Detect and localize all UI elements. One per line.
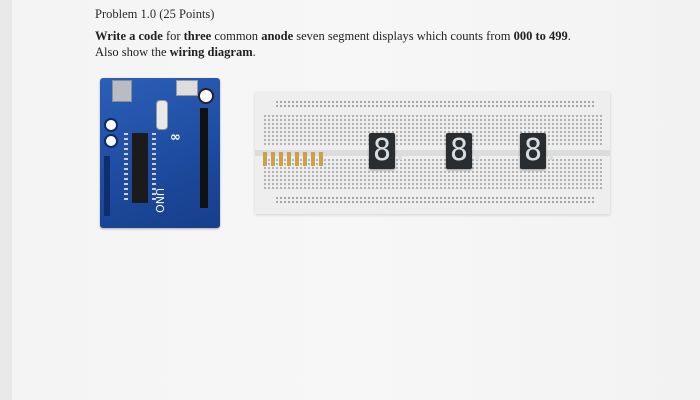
seven-segment-display-1: 8. — [369, 133, 409, 169]
seven-segment-display-3: 8. — [520, 133, 560, 169]
power-jack — [176, 80, 198, 96]
power-rail — [275, 100, 595, 108]
problem-title: Problem 1.0 (25 Points) — [95, 7, 215, 21]
problem-statement-line-1: Write a code for three common anode seve… — [95, 29, 571, 43]
pin-header — [104, 156, 110, 216]
mounting-hole — [104, 118, 118, 132]
reset-button-icon — [198, 88, 214, 104]
board-name-label: UNO — [153, 188, 166, 213]
arduino-board-image: ∞ UNO — [100, 78, 220, 228]
pin-header — [200, 108, 208, 208]
power-rail — [275, 196, 595, 204]
arduino-logo: ∞ — [170, 130, 181, 145]
breadboard-channel — [255, 150, 610, 156]
microcontroller-chip — [132, 133, 148, 203]
mounting-hole — [104, 134, 118, 148]
breadboard-grid-top — [263, 114, 603, 146]
usb-port — [112, 80, 132, 102]
seven-segment-display-2: 8. — [446, 133, 486, 169]
problem-statement-line-2: Also show the wiring diagram. — [95, 45, 256, 59]
breadboard-image: 8. 8. 8. — [255, 92, 610, 214]
resistor-array — [263, 152, 327, 166]
capacitor — [156, 100, 168, 130]
